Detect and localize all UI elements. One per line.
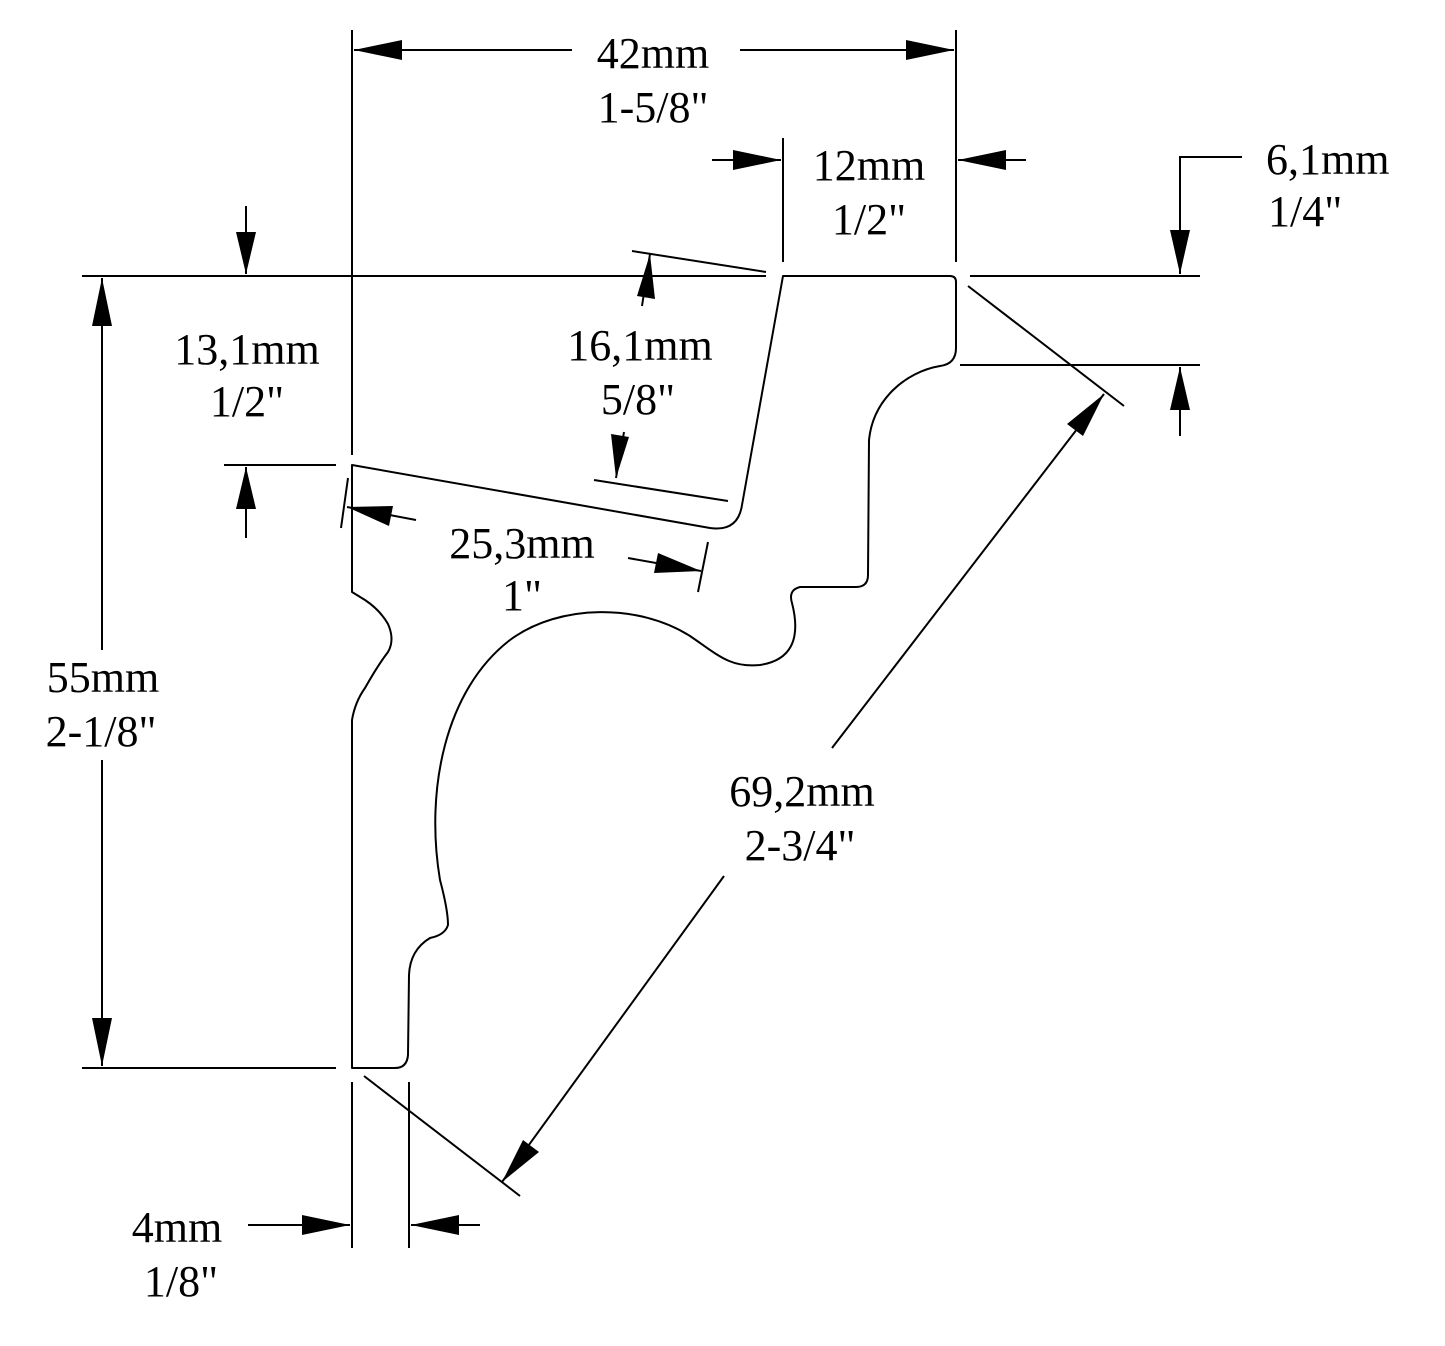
extension-line-69mm-bottom (363, 1075, 521, 1197)
arrow-16mm-top (637, 254, 655, 299)
label-diagonal-metric: 69,2mm (729, 767, 874, 816)
arrow-16mm-bottom (611, 434, 629, 478)
arrow-4mm-left (302, 1215, 350, 1235)
leader-6mm (1179, 156, 1242, 274)
dim-line-69mm-bottom (501, 875, 725, 1183)
label-left-offset-imperial: 1/2" (210, 377, 284, 426)
arrow-25mm-left (347, 506, 393, 526)
label-notch-width-metric: 25,3mm (449, 519, 594, 568)
label-height-imperial: 2-1/8" (46, 707, 157, 756)
arrow-69mm-bottom (502, 1140, 539, 1182)
molding-profile (351, 275, 957, 1069)
arrow-6mm-bottom (1170, 367, 1190, 410)
arrow-13mm-top (236, 232, 256, 274)
label-top-width-imperial: 1-5/8" (598, 83, 709, 132)
label-bottom-flat-imperial: 1/8" (144, 1257, 218, 1306)
label-height-metric: 55mm (47, 653, 159, 702)
label-top-width-metric: 42mm (597, 29, 709, 78)
extension-line-16mm-bottom (593, 479, 729, 502)
arrow-69mm-top (1067, 394, 1104, 436)
label-notch-depth-imperial: 5/8" (601, 375, 675, 424)
arrow-55mm-top (92, 278, 112, 326)
extension-line-25mm-right (697, 541, 709, 593)
label-diagonal-imperial: 2-3/4" (745, 821, 856, 870)
dim-line-69mm-top (831, 393, 1105, 749)
arrow-4mm-right (411, 1215, 459, 1235)
arrow-42mm-left (354, 40, 402, 60)
arrow-13mm-bottom (236, 467, 256, 509)
arrow-42mm-right (906, 40, 954, 60)
label-top-flat-metric: 12mm (813, 141, 925, 190)
arrow-12mm-left (733, 150, 781, 170)
label-notch-width-imperial: 1" (502, 571, 542, 620)
arrow-55mm-bottom (92, 1018, 112, 1066)
label-right-offset-imperial: 1/4" (1268, 187, 1342, 236)
extension-line-25mm-left (340, 477, 349, 529)
arrow-25mm-right (654, 553, 701, 573)
label-right-offset-metric: 6,1mm (1266, 135, 1389, 184)
arrow-6mm-top (1170, 230, 1190, 274)
extension-line-16mm-top (631, 250, 767, 273)
label-top-flat-imperial: 1/2" (832, 195, 906, 244)
label-left-offset-metric: 13,1mm (174, 325, 319, 374)
extension-line-69mm-top (967, 285, 1125, 407)
arrow-12mm-right (958, 150, 1006, 170)
label-notch-depth-metric: 16,1mm (567, 321, 712, 370)
label-bottom-flat-metric: 4mm (132, 1203, 222, 1252)
